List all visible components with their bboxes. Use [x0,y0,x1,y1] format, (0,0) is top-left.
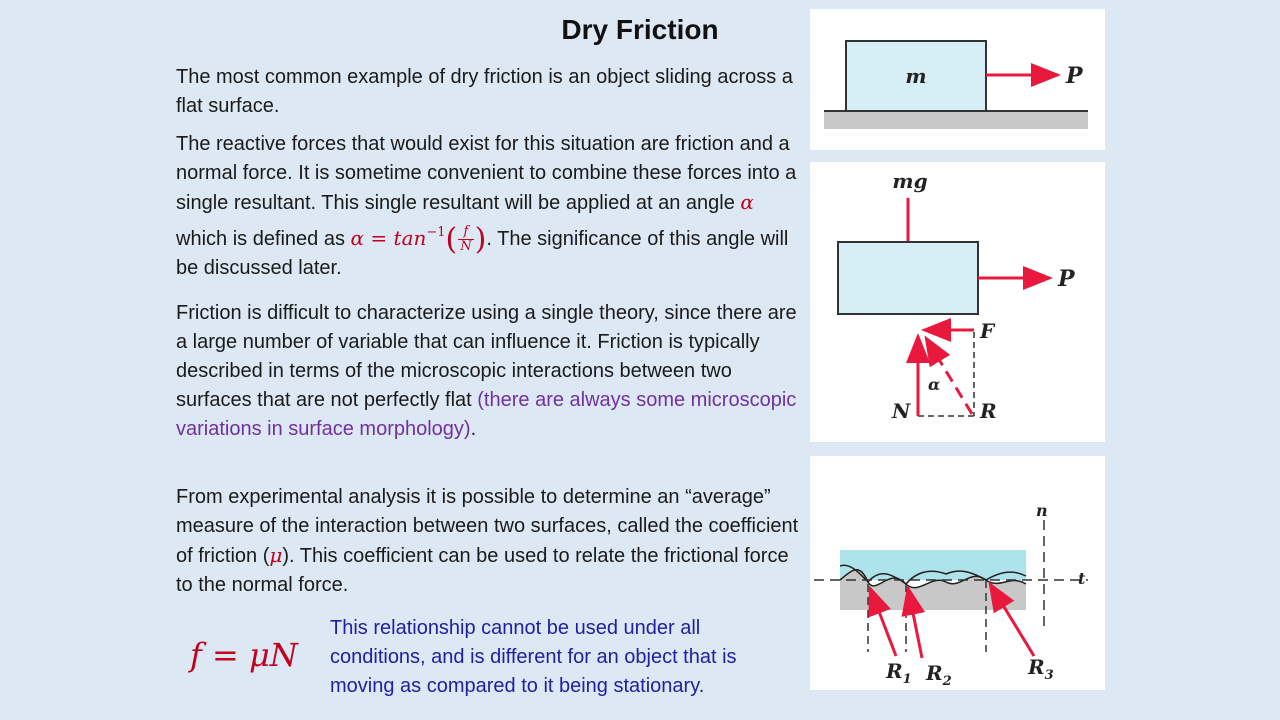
angle-label: α [928,375,940,394]
paragraph-intro-text: The most common example of dry friction … [176,66,793,117]
paragraph-coefficient: From experimental analysis it is possibl… [176,483,804,600]
diagram-microscopic-contact: n t R1 R2 R3 [810,456,1105,690]
block-mass [845,40,987,112]
page-title: Dry Friction [561,14,719,45]
upper-body [840,550,1026,580]
paragraph-intro: The most common example of dry friction … [176,63,804,121]
p2-text-a: The reactive forces that would exist for… [176,133,797,214]
force-p-label: P [1065,63,1084,89]
r1-label: R1 [885,659,912,687]
p2-text-c: . The significance of this angle will be… [176,228,789,279]
force-p-label: P [1057,266,1076,292]
fraction-numerator: f [458,225,474,240]
r2-arrow [901,585,926,659]
paragraph-reactive-forces: The reactive forces that would exist for… [176,130,804,283]
p3-text-b: . [470,418,477,440]
note-text: This relationship cannot be used under a… [330,617,737,697]
fraction-denominator: N [460,239,472,254]
r3-arrow [988,581,1036,657]
angle-formula-lhs: α = tan [350,226,427,250]
r2-subscript: 2 [942,674,952,689]
p4-text-a: From experimental analysis it is possibl… [176,486,799,567]
p3-text-a: Friction is difficult to characterize us… [176,302,797,411]
diagram-sliding-block: m P [810,9,1105,150]
ground-surface [824,111,1088,129]
angle-formula-exponent: −1 [426,225,446,240]
r2-letter: R [925,661,943,685]
left-paren: ( [445,222,458,257]
normal-label: N [891,399,911,423]
p4-text-b: ). This coefficient can be used to relat… [176,545,789,596]
tangent-axis-label: t [1078,569,1086,588]
friction-label: F [979,319,996,343]
r3-label: R3 [1027,655,1054,683]
normal-axis-label: n [1036,501,1048,520]
alpha-symbol: α [740,190,754,214]
resultant-label: R [979,399,997,423]
block [837,241,979,315]
resultant-arrow [924,335,974,415]
p2-text-b: which is defined as [176,228,351,250]
r2-label: R2 [925,661,952,689]
paragraph-characterize: Friction is difficult to characterize us… [176,299,804,444]
weight-label: mg [892,169,927,193]
r1-arrow [868,585,898,657]
r1-letter: R [885,659,903,683]
right-paren: ) [474,222,487,257]
mass-label: m [905,64,926,88]
r3-subscript: 3 [1045,668,1054,683]
friction-equation: f = μN [190,636,298,674]
diagram-free-body: mg P F N R α [810,162,1105,442]
r1-subscript: 1 [903,672,912,687]
mu-symbol: μ [269,543,283,567]
p3-purple-text: (there are always some microscopic varia… [176,389,797,440]
r3-letter: R [1027,655,1045,679]
